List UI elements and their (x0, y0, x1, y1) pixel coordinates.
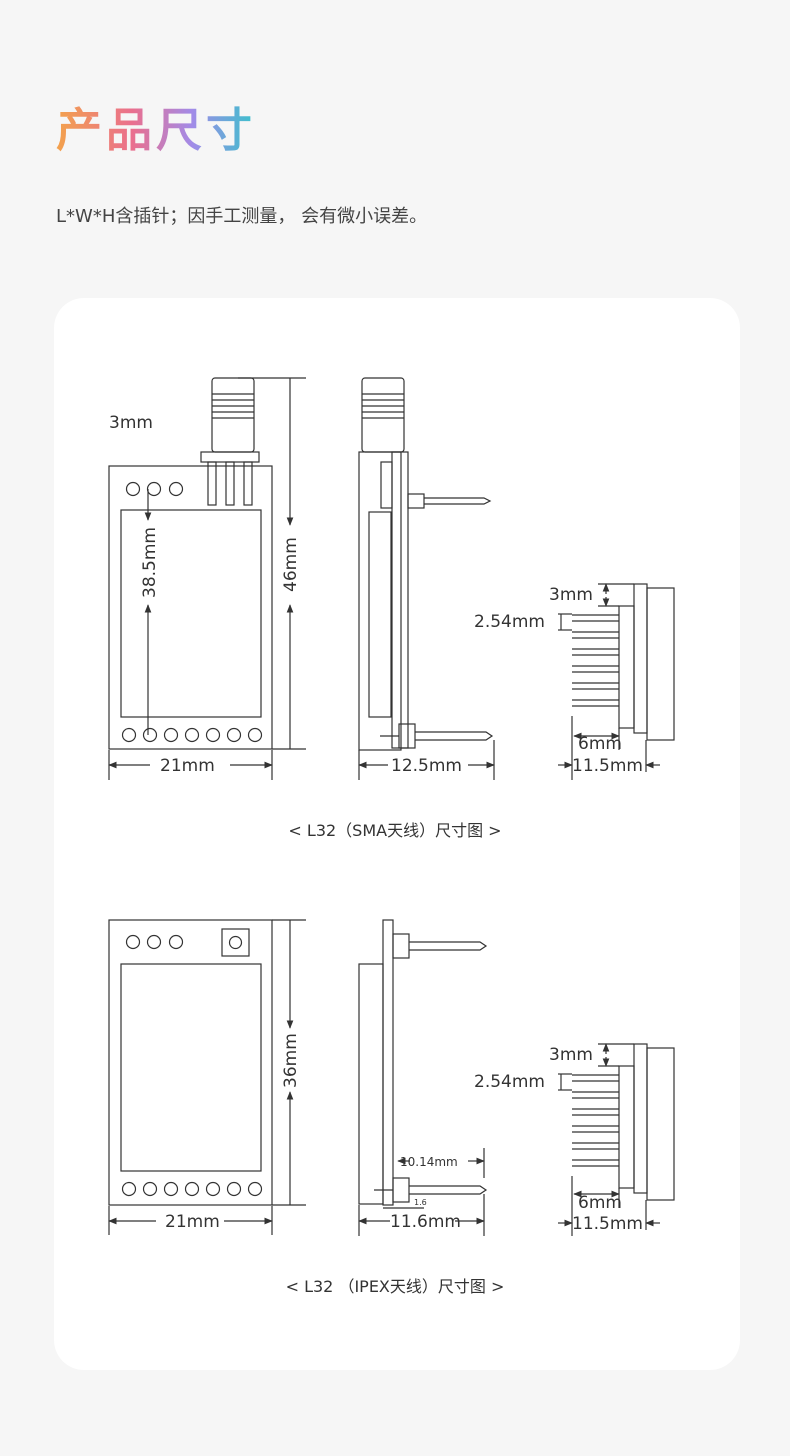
dim-pin-pitch: 2.54mm (474, 612, 545, 632)
dim-pin-6mm-2: 6mm (578, 1193, 622, 1213)
dim-board-1-6: 1.6 (414, 1198, 427, 1207)
dim-depth-12-5mm: 12.5mm (391, 756, 462, 776)
diagram-card (54, 298, 740, 1370)
ipex-pin-header-view (572, 1043, 675, 1201)
dim-pin-pitch-2: 2.54mm (474, 1072, 545, 1092)
caption-sma: < L32（SMA天线）尺寸图 > (288, 821, 501, 840)
sma-side-view (358, 377, 494, 751)
dim-pin-top-3mm: 3mm (549, 585, 593, 605)
page-subtitle: L*W*H含插针；因手工测量， 会有微小误差。 (56, 206, 428, 227)
dim-pin-6mm: 6mm (578, 734, 622, 754)
dim-depth-11-6mm: 11.6mm (390, 1212, 461, 1232)
dim-pin-total: 11.5mm (572, 756, 643, 776)
dim-width-21mm-2: 21mm (165, 1212, 220, 1232)
dim-inner-height: 38.5mm (140, 527, 160, 598)
ipex-front-view (108, 919, 273, 1206)
dim-width-21mm: 21mm (160, 756, 215, 776)
dim-pin-top-3mm-2: 3mm (549, 1045, 593, 1065)
dim-pin-total-2: 11.5mm (572, 1214, 643, 1234)
dim-pin-length: 10.14mm (400, 1155, 458, 1169)
page-title: 产品尺寸 (56, 94, 256, 160)
dim-height-36mm: 36mm (281, 1033, 301, 1088)
caption-ipex: < L32 （IPEX天线）尺寸图 > (286, 1277, 505, 1296)
ipex-side-view (358, 919, 488, 1206)
sma-front-view (108, 377, 273, 750)
dim-pitch-3mm: 3mm (109, 413, 153, 433)
sma-pin-header-view (572, 583, 675, 741)
dim-height-46mm: 46mm (281, 537, 301, 592)
